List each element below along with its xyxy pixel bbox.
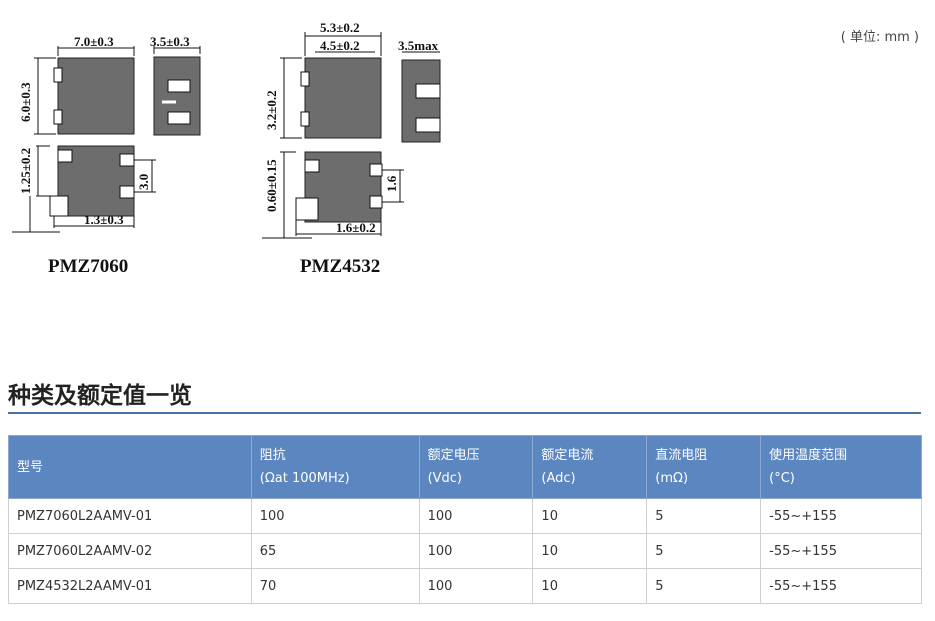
table-row: PMZ7060L2AAMV-02 65 100 10 5 -55~+155	[8, 533, 922, 569]
dim-7060-height: 6.0±0.3	[18, 82, 33, 122]
header-rated-voltage: 额定电压(Vdc)	[418, 435, 534, 499]
section-title: 种类及额定值一览	[8, 383, 192, 409]
dim-4532-pad-gap: 1.6	[384, 175, 399, 192]
cell-impedance: 70	[250, 568, 420, 604]
cell-current: 10	[532, 498, 648, 534]
cell-resistance: 5	[646, 533, 762, 569]
cell-temp: -55~+155	[760, 568, 922, 604]
dim-4532-width-outer: 5.3±0.2	[320, 20, 360, 35]
dim-7060-pad-gap: 3.0	[136, 174, 151, 190]
table-row: PMZ4532L2AAMV-01 70 100 10 5 -55~+155	[8, 568, 922, 604]
unit-note: ( 单位: mm )	[840, 30, 919, 45]
cell-impedance: 65	[250, 533, 420, 569]
cell-temp: -55~+155	[760, 498, 922, 534]
cell-current: 10	[532, 568, 648, 604]
dim-4532-pad-w: 1.6±0.2	[336, 220, 376, 235]
title-divider	[8, 412, 921, 414]
dimension-drawings: 7.0±0.3 3.5±0.3 6.0±0.3 1.25±0.2 3.0 1.3…	[12, 20, 441, 277]
cell-voltage: 100	[418, 533, 534, 569]
cell-model: PMZ7060L2AAMV-01	[8, 498, 252, 534]
cell-temp: -55~+155	[760, 533, 922, 569]
header-rated-current: 额定电流(Adc)	[532, 435, 648, 499]
header-model: 型号	[8, 435, 252, 499]
cell-current: 10	[532, 533, 648, 569]
dim-7060-pad-w: 1.3±0.3	[84, 212, 124, 227]
header-impedance: 阻抗(Ωat 100MHz)	[250, 435, 420, 499]
ratings-table: 型号 阻抗(Ωat 100MHz) 额定电压(Vdc) 额定电流(Adc) 直流…	[8, 435, 922, 604]
cell-voltage: 100	[418, 498, 534, 534]
dim-4532-side: 3.5max	[398, 38, 439, 53]
model-label-7060: PMZ7060	[48, 256, 128, 277]
cell-resistance: 5	[646, 568, 762, 604]
cell-resistance: 5	[646, 498, 762, 534]
dim-7060-side: 3.5±0.3	[150, 34, 190, 49]
cell-voltage: 100	[418, 568, 534, 604]
header-dc-resistance: 直流电阻(mΩ)	[646, 435, 762, 499]
table-header-row: 型号 阻抗(Ωat 100MHz) 额定电压(Vdc) 额定电流(Adc) 直流…	[8, 435, 922, 499]
dim-7060-width: 7.0±0.3	[74, 34, 114, 49]
cell-model: PMZ7060L2AAMV-02	[8, 533, 252, 569]
dim-4532-pad-h: 0.60±0.15	[264, 159, 279, 212]
dim-7060-pad-h: 1.25±0.2	[18, 148, 33, 194]
model-label-4532: PMZ4532	[300, 256, 380, 277]
cell-model: PMZ4532L2AAMV-01	[8, 568, 252, 604]
header-temp-range: 使用温度范围(°C)	[760, 435, 922, 499]
cell-impedance: 100	[250, 498, 420, 534]
dim-4532-width-inner: 4.5±0.2	[320, 38, 360, 53]
dim-4532-height: 3.2±0.2	[264, 90, 279, 130]
table-row: PMZ7060L2AAMV-01 100 100 10 5 -55~+155	[8, 498, 922, 534]
